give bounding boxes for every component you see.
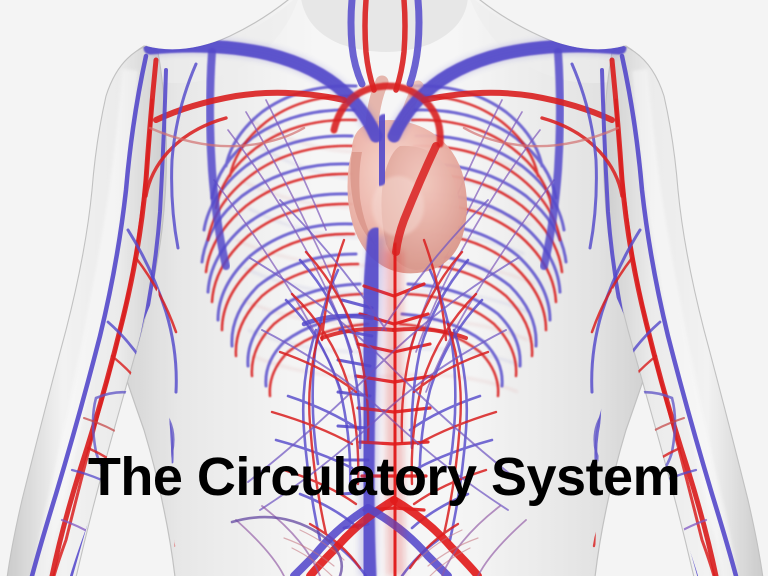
right-axillary-crossing [462,126,620,148]
abdominal-vessel-mesh [247,199,521,576]
left-basilic-vein [29,53,149,576]
shoulder-vessels [144,62,624,250]
right-radial-artery [614,98,716,576]
shoulder-shading-right [470,0,624,84]
pelvic-plexus [235,505,527,576]
left-common-iliac-vein [290,504,372,576]
shoulder-shading-left [146,0,298,84]
right-arm-artery-branch-1 [590,256,634,334]
heart-right-atrium [350,152,376,246]
left-arm-highlight [33,69,138,576]
right-shoulder-artery [540,116,624,198]
left-deltoid-vein [170,62,198,250]
right-jugular-vein [406,0,423,88]
right-axillary-vein [540,48,564,270]
right-common-iliac-artery [390,496,482,576]
right-deltoid-vein [570,62,598,250]
left-arm-vein-branch-1 [126,228,178,394]
left-axillary-vein [206,48,230,270]
left-carotid-artery [362,0,377,93]
right-basilic-vein [619,53,739,576]
left-jugular-vein [347,0,366,88]
heart-apex-highlight [372,176,424,236]
left-shoulder-artery [144,116,228,198]
right-carotid-artery [393,0,408,93]
left-radial-artery [52,98,154,576]
page-title: The Circulatory System [87,447,681,507]
left-axillary-crossing [148,126,306,148]
thoracic-aorta [392,142,440,256]
left-pelvic-loop [230,515,344,576]
superior-vena-cava [374,114,390,186]
right-arm-vein-branch-1 [590,228,642,394]
body-silhouette [6,0,764,576]
left-arm-artery-branch-1 [134,256,178,334]
vessel-softening-overlay [149,38,621,576]
